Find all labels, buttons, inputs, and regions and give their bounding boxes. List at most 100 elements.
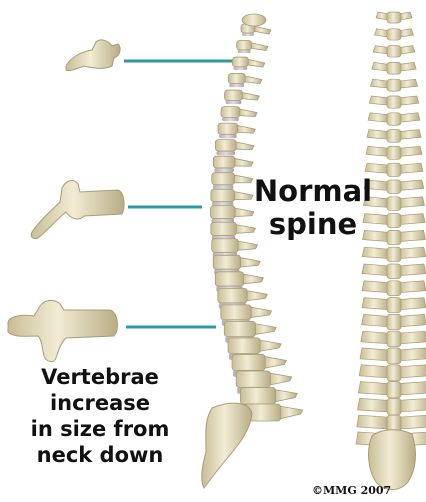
spinous-process-back: [387, 96, 401, 108]
transverse-process-right: [399, 382, 426, 395]
transverse-process-left: [368, 113, 389, 122]
intervertebral-disc: [238, 50, 251, 53]
vertebral-body: [212, 239, 238, 253]
intervertebral-disc: [214, 168, 234, 172]
transverse-process-right: [399, 62, 416, 71]
spinous-process-back: [387, 12, 401, 23]
vertebral-body: [211, 222, 236, 235]
intervertebral-disc: [233, 67, 247, 70]
spinous-process: [234, 142, 254, 150]
transverse-process-left: [359, 365, 389, 378]
vertebral-body: [218, 123, 238, 134]
vertebral-body: [224, 321, 255, 336]
intervertebral-disc: [213, 185, 234, 190]
transverse-process-right: [399, 146, 422, 156]
spinous-process: [263, 356, 286, 368]
transverse-process-left: [373, 46, 389, 54]
transverse-process-right: [399, 314, 426, 326]
transverse-process-right: [399, 180, 424, 190]
spinous-process: [268, 373, 291, 385]
spinous-process: [258, 340, 281, 352]
vertebral-body: [221, 305, 251, 320]
normal-spine-line-1: Normal: [248, 175, 378, 208]
intervertebral-disc: [216, 151, 235, 155]
intervertebral-disc: [219, 134, 237, 138]
vertebral-body: [240, 387, 275, 404]
vertebral-body: [236, 371, 270, 387]
spinous-process: [250, 43, 268, 51]
spinous-process-back: [387, 62, 401, 74]
vertebral-body: [215, 140, 236, 151]
transverse-process-right: [399, 46, 415, 54]
transverse-process-left: [362, 264, 389, 276]
transverse-process-left: [361, 331, 389, 344]
vertebral-body: [218, 288, 247, 303]
spinous-process: [246, 59, 265, 67]
spinous-process: [242, 274, 264, 284]
vertebral-body: [232, 57, 248, 67]
normal-spine-line-2: spine: [248, 208, 378, 241]
sacrum-back-view: [369, 430, 416, 490]
transverse-process-left: [372, 62, 389, 71]
spinous-process: [253, 323, 276, 334]
vertebral-body: [213, 156, 235, 168]
transverse-process-left: [362, 281, 389, 293]
transverse-process-right: [399, 230, 426, 241]
transverse-process-right: [399, 281, 426, 293]
intervertebral-disc: [222, 117, 239, 121]
spinous-process: [245, 290, 267, 301]
spinous-process: [238, 109, 257, 117]
transverse-process-left: [362, 247, 389, 258]
transverse-process-left: [371, 79, 389, 88]
spinous-process-back: [387, 365, 401, 381]
atlas-vertebra: [242, 14, 266, 26]
vertebral-body: [237, 41, 252, 50]
transverse-process-right: [399, 130, 421, 140]
vertebral-body: [232, 354, 265, 370]
vertebral-body: [215, 272, 243, 286]
spinous-process-back: [387, 398, 401, 415]
vertebral-body: [211, 206, 236, 219]
normal-spine-label: Normal spine: [248, 175, 378, 241]
spinous-process-back: [387, 130, 401, 143]
spinous-process: [253, 26, 271, 34]
transverse-process-right: [399, 247, 426, 258]
vertebral-body: [213, 255, 240, 269]
sacrum-side-view: [202, 403, 252, 488]
transverse-process-right: [399, 197, 425, 208]
transverse-process-right: [399, 79, 417, 88]
spinous-process-back: [387, 382, 401, 398]
spinous-process-back: [387, 46, 401, 57]
vertebral-body: [228, 338, 260, 354]
spinous-process: [240, 92, 259, 100]
spinous-process: [273, 389, 297, 402]
spinous-process-back: [387, 180, 401, 193]
spinous-process-back: [387, 146, 401, 159]
spinous-process-back: [387, 230, 401, 244]
spinous-process-back: [387, 331, 401, 347]
transverse-process-right: [399, 298, 426, 310]
spinous-process: [249, 307, 271, 318]
vertebra-lumbar-example: [8, 300, 117, 361]
vertebra-thoracic-example: [31, 181, 124, 239]
vertebra-cervical-example: [66, 40, 120, 71]
spinous-process-back: [387, 79, 401, 91]
transverse-process-right: [399, 96, 419, 105]
transverse-process-right: [399, 398, 426, 412]
spinous-process: [233, 158, 253, 166]
vertebral-body: [225, 90, 243, 100]
caption-line-4: neck down: [0, 442, 200, 468]
caption-line-3: in size from: [0, 416, 200, 442]
spinous-process: [243, 76, 262, 84]
copyright-notice: ©MMG 2007: [312, 484, 391, 497]
spinous-process-back: [387, 247, 401, 261]
transverse-process-right: [399, 415, 426, 429]
spinous-process: [236, 125, 256, 133]
vertebrae-size-caption: Vertebrae increase in size from neck dow…: [0, 364, 200, 468]
spinous-process-back: [387, 214, 401, 228]
vertebral-body: [211, 189, 235, 201]
spinous-process-back: [387, 163, 401, 176]
caption-line-1: Vertebrae: [0, 364, 200, 390]
spinous-process: [279, 406, 303, 419]
